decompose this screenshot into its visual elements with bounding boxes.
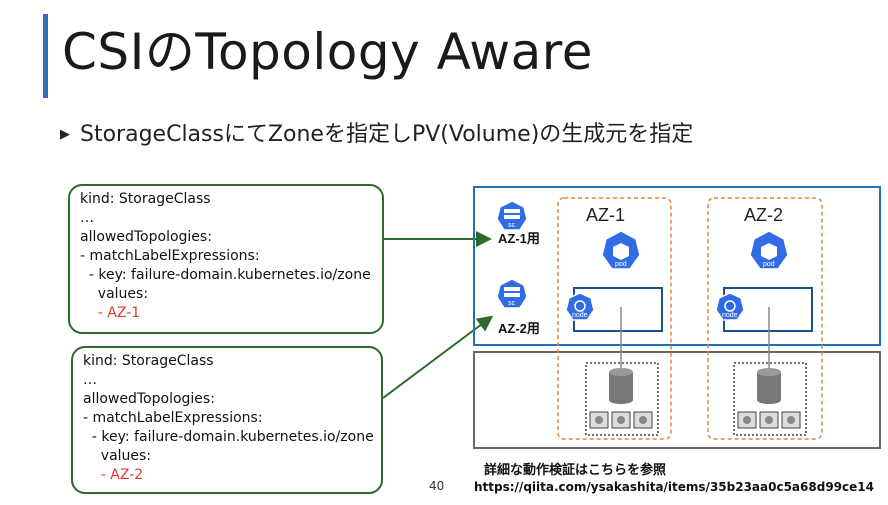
- svg-text:sc: sc: [508, 222, 516, 229]
- zone-box-az1: [557, 197, 672, 440]
- reference-heading: 詳細な動作検証はこちらを参照: [484, 463, 667, 478]
- sc-label-az1: AZ-1用: [498, 231, 540, 246]
- svg-text:pod: pod: [615, 261, 627, 268]
- volume-box-az2: [733, 362, 807, 436]
- zone-label-az2: AZ-2: [744, 205, 783, 225]
- yaml-line: allowedTopologies:: [83, 391, 215, 407]
- yaml-line: …: [80, 210, 94, 226]
- pod-icon: pod: [749, 230, 789, 270]
- svg-text:pod: pod: [763, 261, 775, 268]
- yaml-line: - matchLabelExpressions:: [80, 248, 260, 264]
- yaml-line: kind: StorageClass: [83, 353, 214, 369]
- page-number: 40: [429, 479, 445, 493]
- yaml-line: …: [83, 372, 97, 388]
- disk-drives-icon: [737, 411, 801, 429]
- bullet-text: StorageClassにてZoneを指定しPV(Volume)の生成元を指定: [80, 122, 694, 147]
- slide-title: CSIのTopology Aware: [62, 23, 593, 81]
- sc-label-az2: AZ-2用: [498, 321, 540, 336]
- yaml-line: kind: StorageClass: [80, 191, 211, 207]
- yaml-line: - key: failure-domain.kubernetes.io/zone: [83, 429, 374, 445]
- disk-drives-icon: [589, 411, 653, 429]
- svg-text:sc: sc: [508, 300, 516, 307]
- yaml-line: values:: [80, 286, 149, 302]
- node-icon: node: [565, 292, 595, 321]
- storage-frame: [473, 351, 881, 449]
- reference-url[interactable]: https://qiita.com/ysakashita/items/35b23…: [474, 480, 874, 494]
- sc-icon: sc: [496, 200, 528, 231]
- yaml-line: allowedTopologies:: [80, 229, 212, 245]
- svg-text:node: node: [722, 312, 738, 319]
- title-accent-bar: [43, 14, 48, 98]
- yaml-zone-value: - AZ-1: [80, 305, 141, 321]
- topology-diagram: AZ-1 AZ-2 sc AZ-1用 sc AZ-2用 pod node: [473, 186, 881, 449]
- cluster-frame: [473, 186, 881, 346]
- sc-icon: sc: [496, 278, 528, 309]
- yaml-line: values:: [83, 448, 152, 464]
- bullet-triangle-icon: ▶: [60, 127, 70, 142]
- storageclass-yaml-az2: kind: StorageClass … allowedTopologies: …: [71, 346, 383, 494]
- svg-text:node: node: [572, 312, 588, 319]
- volume-box-az1: [585, 362, 659, 436]
- zone-label-az1: AZ-1: [586, 205, 625, 225]
- yaml-line: - key: failure-domain.kubernetes.io/zone: [80, 267, 371, 283]
- yaml-zone-value: - AZ-2: [83, 467, 144, 483]
- node-icon: node: [715, 292, 745, 321]
- volume-cylinder-icon: [609, 368, 633, 404]
- bullet-point: ▶ StorageClassにてZoneを指定しPV(Volume)の生成元を指定: [60, 116, 693, 148]
- yaml-line: - matchLabelExpressions:: [83, 410, 263, 426]
- pod-icon: pod: [601, 230, 641, 270]
- zone-box-az2: [707, 197, 823, 440]
- volume-cylinder-icon: [757, 368, 781, 404]
- storageclass-yaml-az1: kind: StorageClass … allowedTopologies: …: [68, 184, 384, 334]
